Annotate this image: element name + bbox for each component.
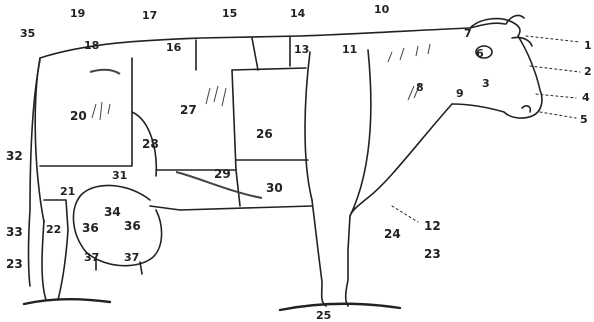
label-7: 7: [464, 28, 472, 39]
cut-line-26: [232, 68, 306, 70]
cow-outline-belly: [150, 206, 312, 210]
label-24: 24: [384, 228, 401, 240]
label-36-left: 36: [82, 222, 99, 234]
label-37-left: 37: [84, 252, 99, 263]
label-30: 30: [266, 182, 283, 194]
cow-nostril: [522, 106, 530, 112]
ground-shadow-1: [24, 299, 110, 304]
label-13: 13: [294, 44, 309, 55]
label-18: 18: [84, 40, 99, 51]
label-8: 8: [416, 82, 424, 93]
label-29: 29: [214, 168, 231, 180]
label-21: 21: [60, 186, 75, 197]
label-20: 20: [70, 110, 87, 122]
label-17: 17: [142, 10, 157, 21]
label-26: 26: [256, 128, 273, 140]
cow-outline-back: [40, 23, 505, 58]
cow-front-leg-2: [312, 200, 326, 306]
leader-lines: [392, 36, 580, 222]
label-4: 4: [582, 92, 590, 103]
cow-hind-leg-1: [58, 230, 68, 300]
cow-front-leg-1: [346, 216, 350, 306]
cow-shoulder-2: [350, 50, 371, 216]
label-37-right: 37: [124, 252, 139, 263]
label-19: 19: [70, 8, 85, 19]
label-36-right: 36: [124, 220, 141, 232]
label-9: 9: [456, 88, 464, 99]
label-22: 22: [46, 224, 61, 235]
label-34: 34: [104, 206, 121, 218]
label-31: 31: [112, 170, 127, 181]
label-6: 6: [476, 48, 484, 59]
label-25: 25: [316, 310, 331, 321]
cow-horn: [506, 16, 524, 24]
label-28: 28: [142, 138, 159, 150]
label-23-right: 23: [424, 248, 441, 260]
label-35: 35: [20, 28, 35, 39]
label-12: 12: [424, 220, 441, 232]
label-16: 16: [166, 42, 181, 53]
label-1: 1: [584, 40, 592, 51]
label-2: 2: [584, 66, 592, 77]
label-10: 10: [374, 4, 389, 15]
cow-hatching: [90, 44, 430, 198]
cut-line-26b: [232, 70, 236, 170]
cut-line-top: [196, 38, 258, 70]
label-5: 5: [580, 114, 588, 125]
label-33: 33: [6, 226, 23, 238]
ground-shadow-2: [280, 304, 400, 310]
label-11: 11: [342, 44, 357, 55]
cow-shoulder: [305, 52, 312, 200]
cow-tail: [29, 60, 41, 286]
label-23-left: 23: [6, 258, 23, 270]
label-32: 32: [6, 150, 23, 162]
label-27: 27: [180, 104, 197, 116]
label-15: 15: [222, 8, 237, 19]
cow-outline-dewlap: [350, 104, 452, 216]
label-3: 3: [482, 78, 490, 89]
label-14: 14: [290, 8, 305, 19]
